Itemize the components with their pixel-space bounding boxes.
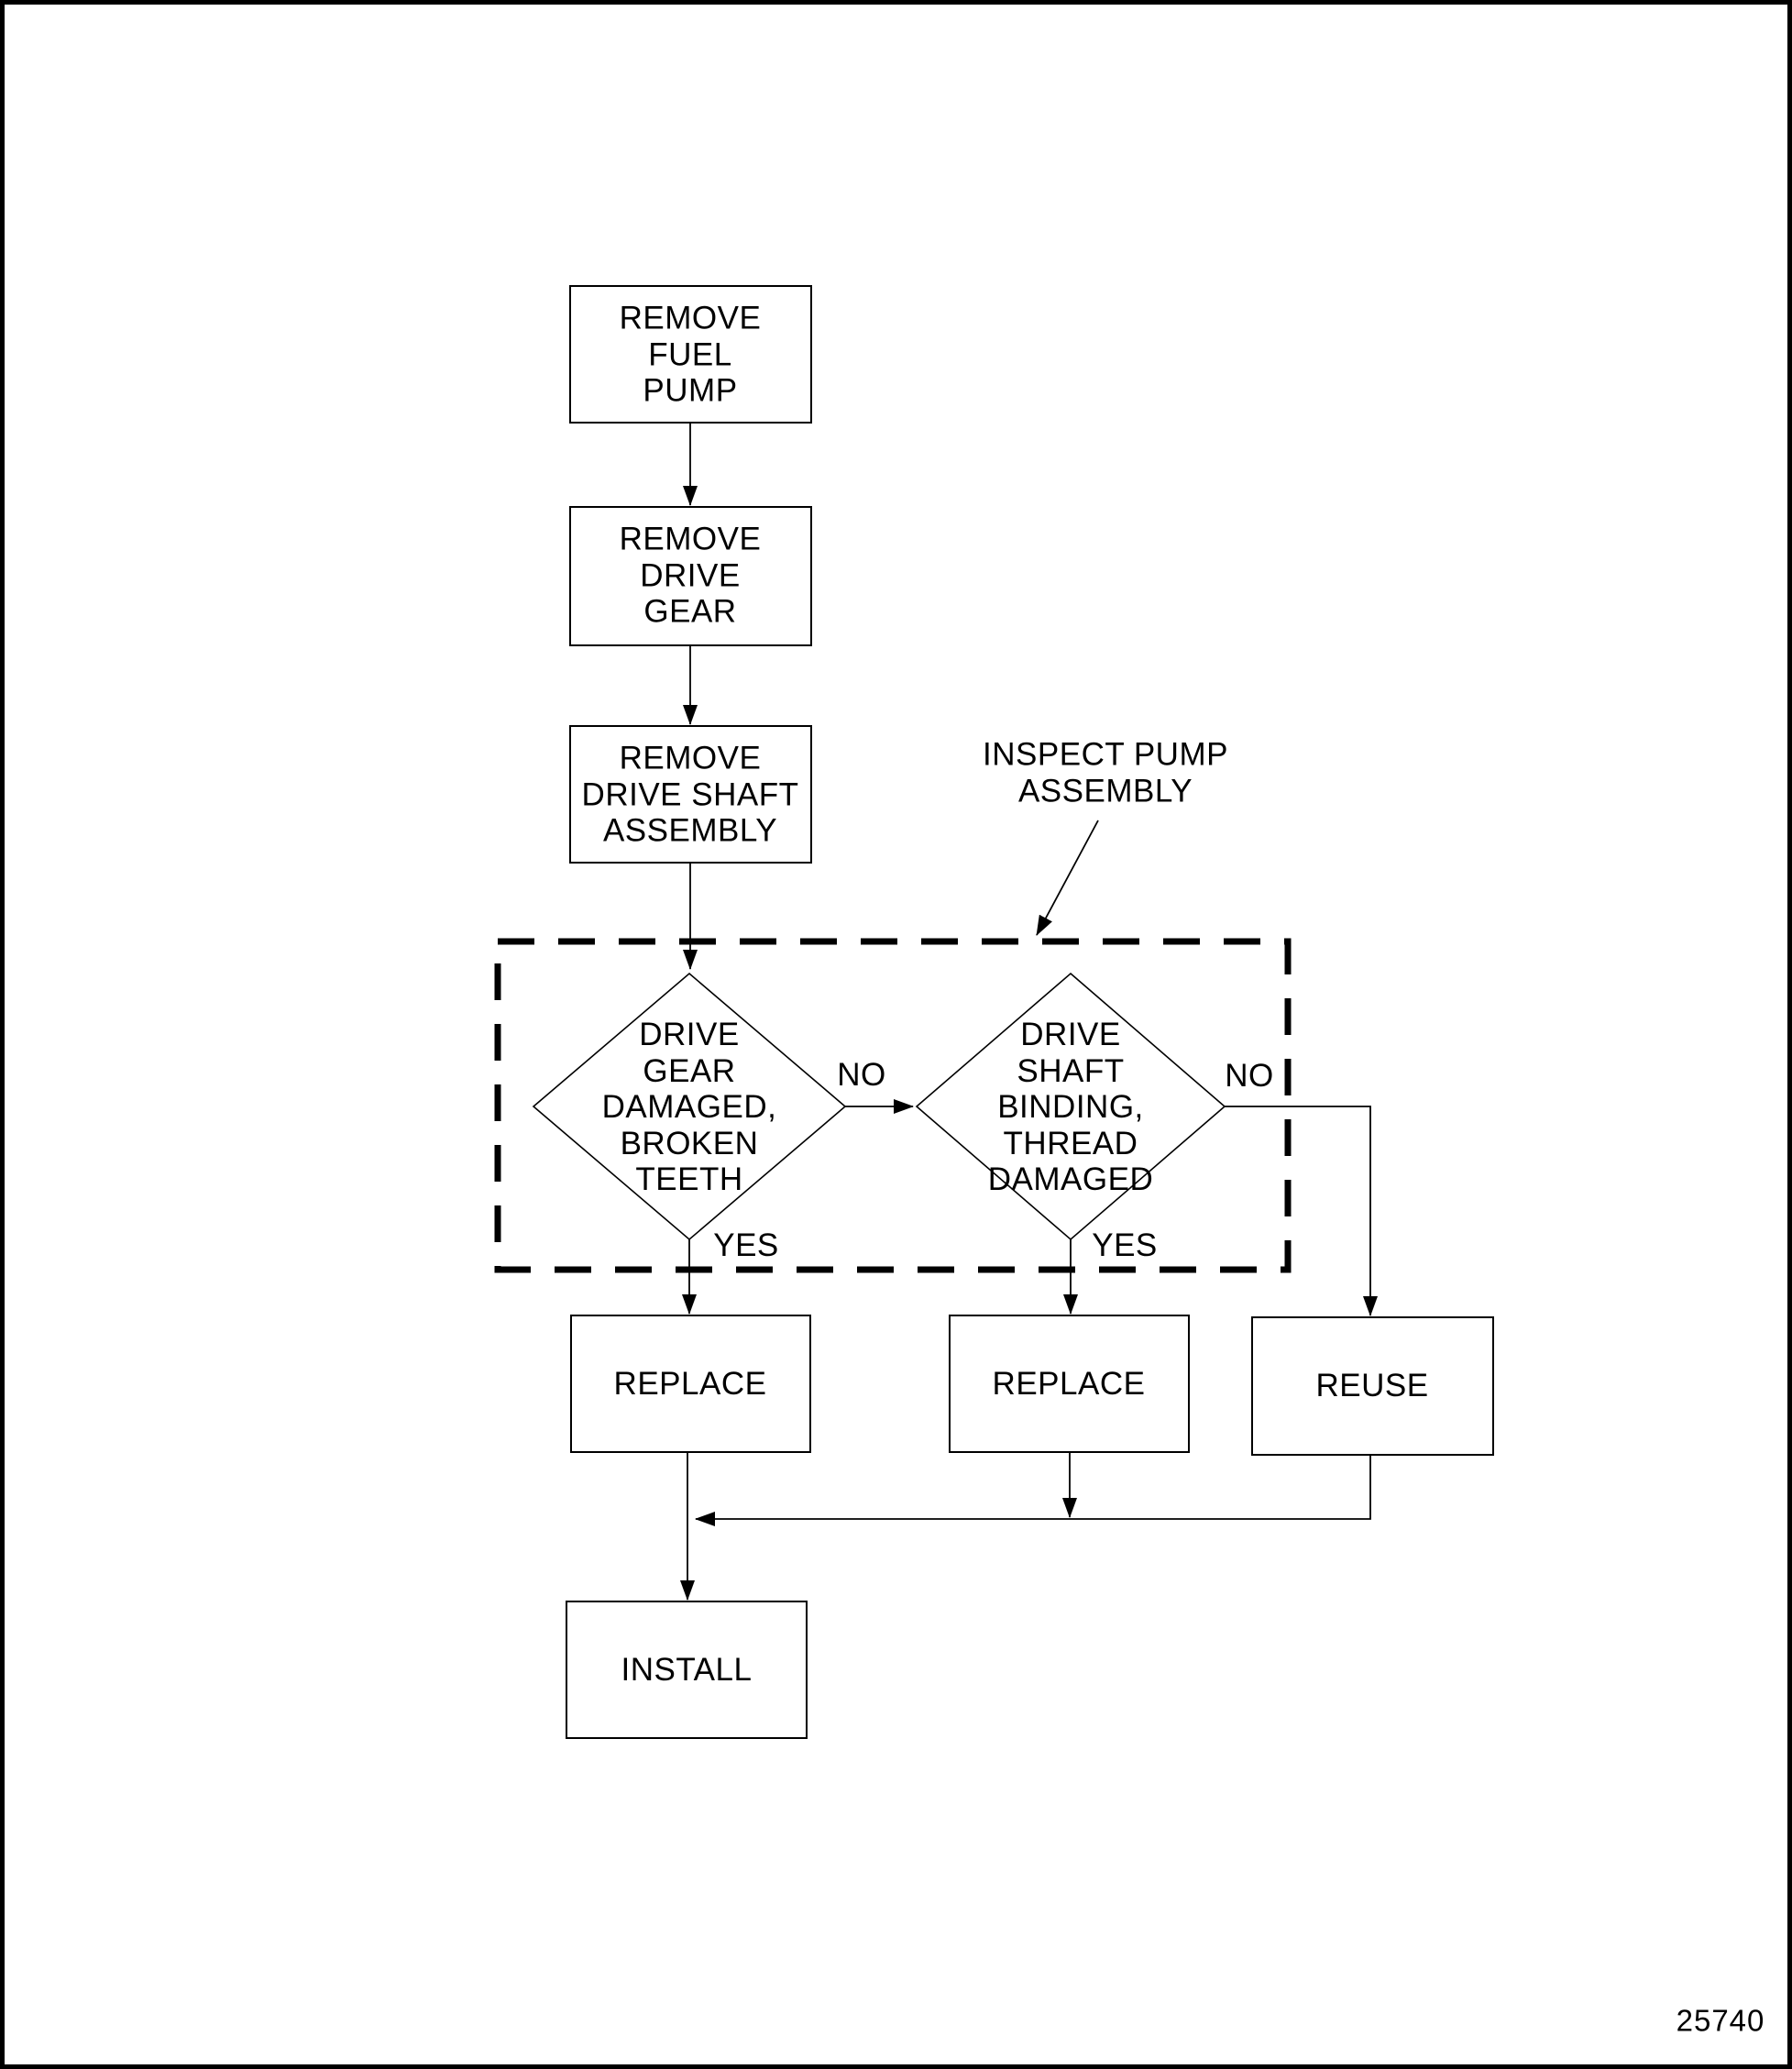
figure-number: 25740 xyxy=(1676,2003,1765,2038)
box-replace-middle xyxy=(949,1315,1190,1453)
flowchart-graphics xyxy=(494,285,1494,1739)
process-box-shapes xyxy=(566,285,1494,1739)
label-shaft-no: NO xyxy=(1225,1058,1274,1095)
box-install xyxy=(566,1601,808,1739)
box-remove-drive-shaft xyxy=(569,725,812,864)
label-gear-yes: YES xyxy=(713,1227,779,1264)
label-replace-left: REPLACE xyxy=(613,1366,767,1403)
label-replace-middle: REPLACE xyxy=(992,1366,1146,1403)
leader-inspect-label xyxy=(1036,820,1099,936)
label-decision-drive-gear-damaged: DRIVE GEAR DAMAGED, BROKEN TEETH xyxy=(601,1017,777,1198)
diamond-drive-shaft-binding xyxy=(915,972,1226,1241)
box-remove-fuel-pump xyxy=(569,285,812,424)
label-gear-no: NO xyxy=(837,1057,886,1094)
box-remove-drive-gear xyxy=(569,506,812,646)
label-remove-drive-shaft-assembly: REMOVE DRIVE SHAFT ASSEMBLY xyxy=(581,740,799,849)
inspect-region-dashed-box xyxy=(494,938,1292,1273)
edge-decision2-no-to-reuse xyxy=(1225,1106,1378,1316)
label-inspect-pump-assembly: INSPECT PUMP ASSEMBLY xyxy=(983,736,1228,809)
label-remove-drive-gear: REMOVE DRIVE GEAR xyxy=(619,521,762,630)
connector-lines xyxy=(680,423,1378,1601)
decision-shapes xyxy=(532,972,1226,1241)
box-reuse xyxy=(1251,1316,1494,1456)
diamond-drive-gear-damaged xyxy=(532,972,847,1241)
label-shaft-yes: YES xyxy=(1092,1227,1158,1264)
edge-collector-line xyxy=(695,1455,1371,1526)
box-replace-left xyxy=(570,1315,811,1453)
label-decision-drive-shaft-binding: DRIVE SHAFT BINDING, THREAD DAMAGED xyxy=(987,1017,1154,1198)
label-reuse: REUSE xyxy=(1315,1368,1429,1404)
label-install: INSTALL xyxy=(621,1652,753,1689)
label-remove-fuel-pump: REMOVE FUEL PUMP xyxy=(619,300,762,409)
